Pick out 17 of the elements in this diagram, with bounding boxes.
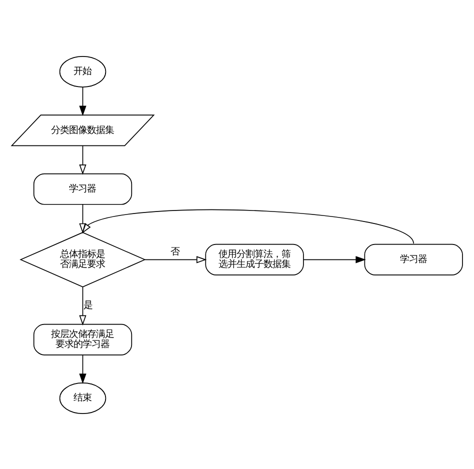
arrow	[79, 144, 86, 174]
edge-label: 否	[170, 246, 180, 257]
node-box: 学习器	[364, 243, 463, 275]
arrow	[79, 286, 86, 325]
node-box: 按层次储存满足要求的学习器	[33, 323, 132, 355]
node-ellipse: 结束	[59, 382, 106, 414]
node-ellipse: 开始	[59, 55, 106, 87]
node-box: 学习器	[33, 172, 132, 204]
arrow	[303, 256, 366, 263]
arrow	[79, 354, 86, 384]
node-box: 使用分割算法，筛选并生成子数据集	[205, 243, 304, 275]
arrow	[82, 208, 414, 244]
node-diamond: 总体指标是否满足要求	[20, 231, 146, 287]
edge-label: 是	[83, 299, 92, 310]
arrow	[144, 256, 207, 263]
arrow	[79, 86, 86, 116]
arrow	[79, 204, 86, 234]
